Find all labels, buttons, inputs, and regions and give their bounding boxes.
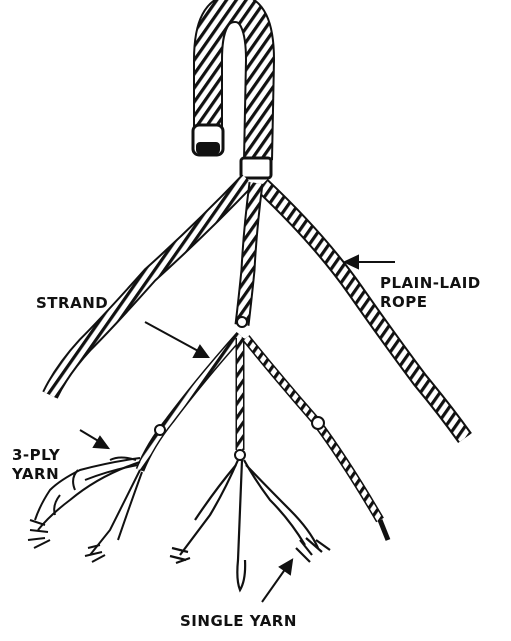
three-ply-yarns <box>140 335 388 540</box>
label-plain-laid-rope-line1: PLAIN-LAID <box>380 274 481 293</box>
label-three-ply-yarn-line2: YARN <box>12 465 60 484</box>
seizing-collar <box>241 158 271 178</box>
label-strand: STRAND <box>36 294 108 313</box>
single-yarns <box>170 460 330 590</box>
label-three-ply-yarn: 3-PLY YARN <box>12 446 60 484</box>
arrow-strand <box>145 322 200 352</box>
arrow-single-yarn <box>262 568 286 602</box>
arrowhead-strand-icon <box>194 346 208 357</box>
label-three-ply-yarn-line1: 3-PLY <box>12 446 60 465</box>
arrowhead-single-yarn-icon <box>280 560 292 574</box>
label-plain-laid-rope: PLAIN-LAID ROPE <box>380 274 481 312</box>
label-single-yarn: SINGLE YARN <box>180 612 297 631</box>
rope-hook <box>193 8 271 178</box>
label-plain-laid-rope-line2: ROPE <box>380 293 481 312</box>
